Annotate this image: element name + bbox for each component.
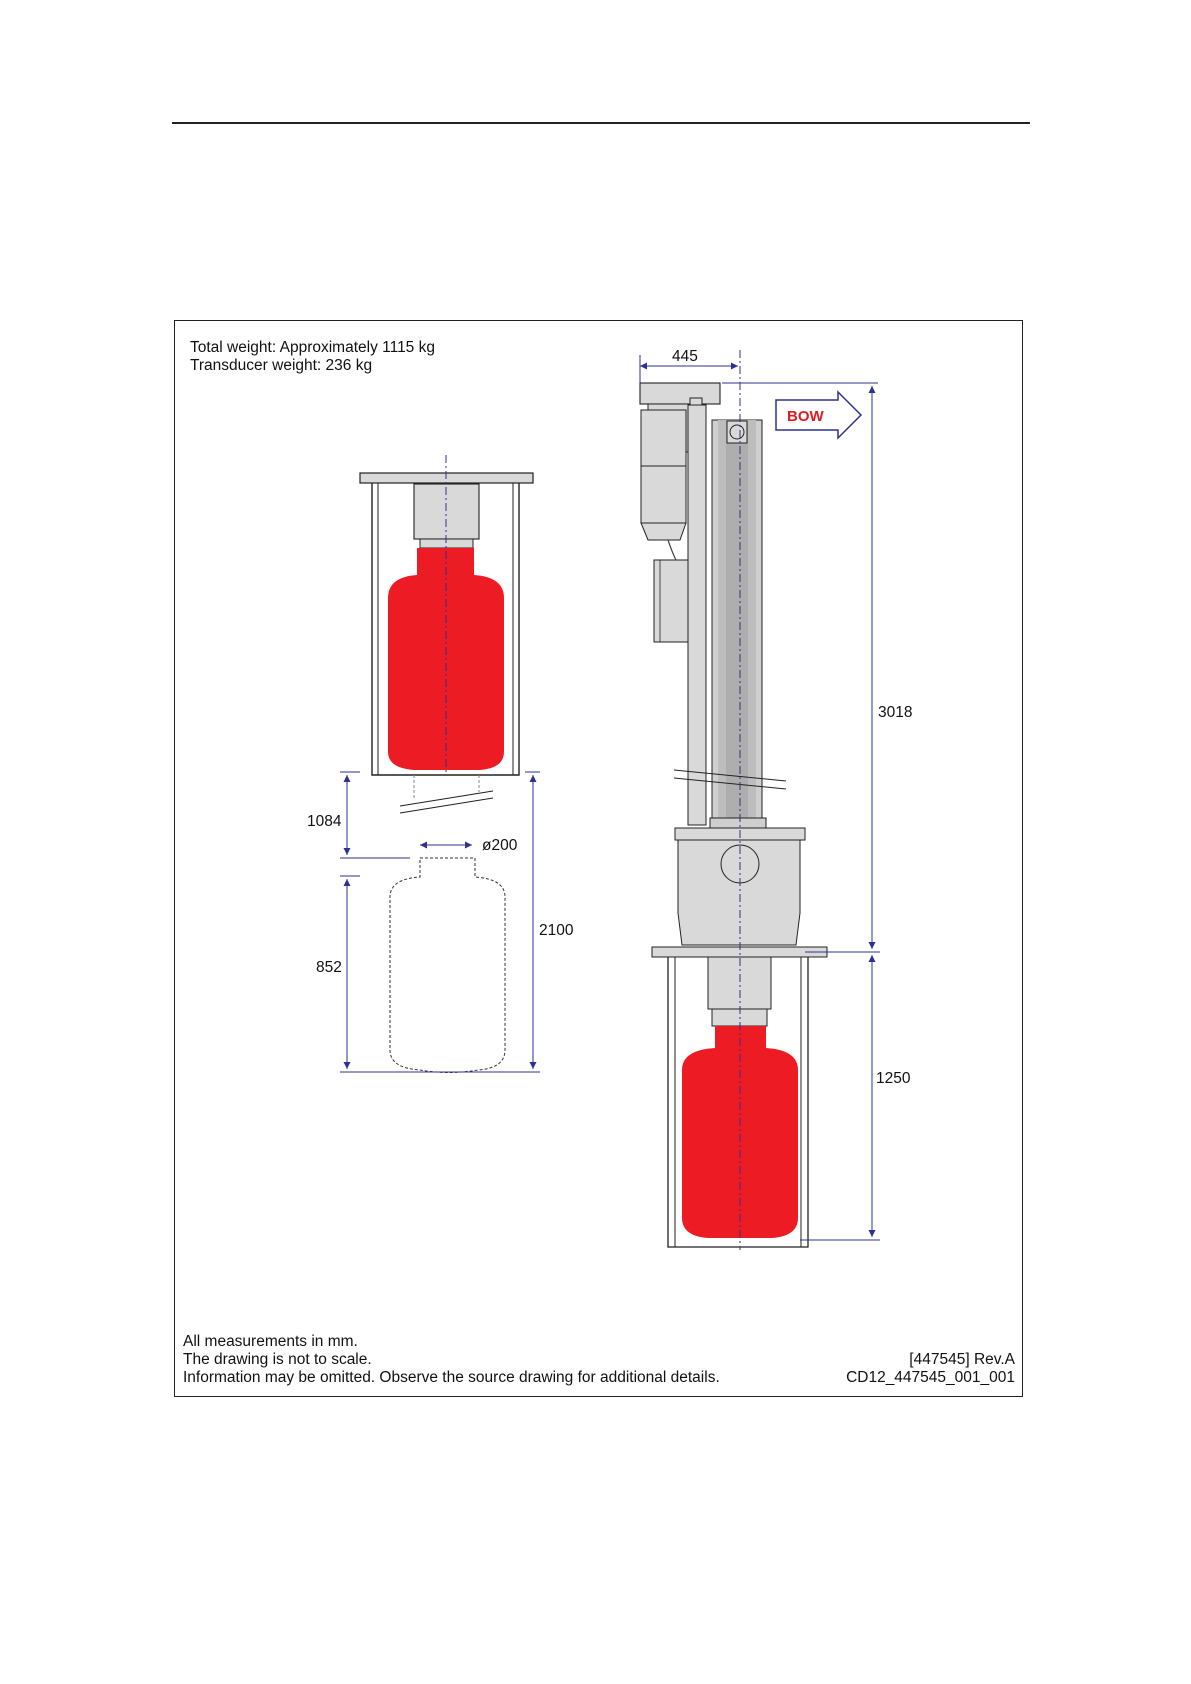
footnote-omitted: Information may be omitted. Observe the … [183,1369,720,1387]
bow-label: BOW [787,408,825,425]
drawing-reference: [447545] Rev.A CD12_447545_001_001 [846,1351,1015,1387]
footnote-scale: The drawing is not to scale. [183,1351,720,1369]
motor [641,410,686,466]
dim-2100-label: 2100 [539,922,574,939]
dim-3018-label: 3018 [878,704,912,721]
drawing-ref-number: [447545] Rev.A [846,1351,1015,1369]
junction-box [654,560,689,642]
gearbox [641,466,686,523]
dim-852-label: 852 [316,959,342,976]
top-cover [640,383,720,404]
frame-rail-left [688,405,706,825]
footnotes: All measurements in mm. The drawing is n… [183,1333,720,1387]
shaft-top-bearing [730,425,744,439]
left-view: 1084 ø200 852 2100 [307,455,574,1073]
footnote-units: All measurements in mm. [183,1333,720,1351]
dim-1084-label: 1084 [307,813,342,830]
right-view: 445 3018 1250 BOW [640,348,912,1250]
left-lowered-outline [390,858,505,1073]
dim-200-label: ø200 [482,837,518,854]
dim-1250-label: 1250 [876,1070,911,1087]
dim-445-label: 445 [672,348,698,365]
drawing-code: CD12_447545_001_001 [846,1369,1015,1387]
